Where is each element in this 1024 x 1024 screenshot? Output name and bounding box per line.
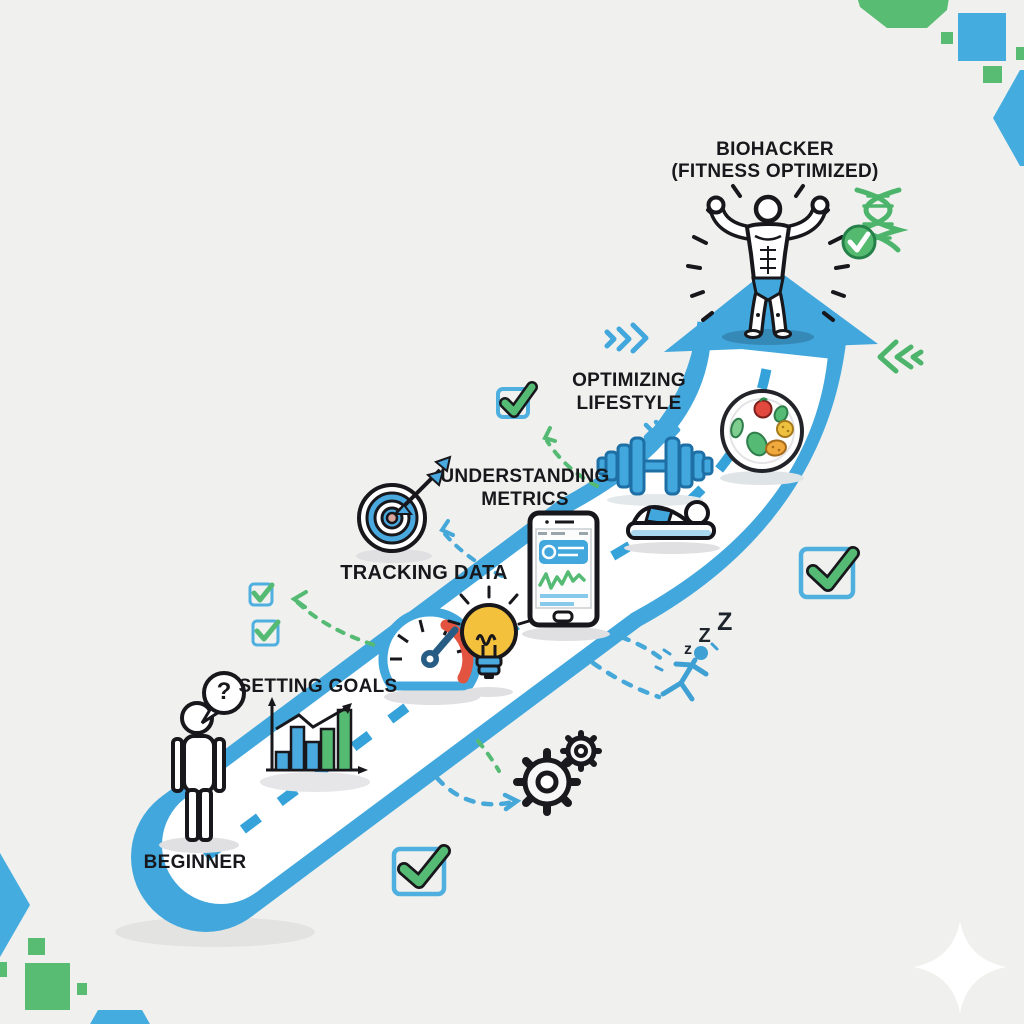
gears-icon [513, 730, 602, 816]
bar-chart-icon [260, 697, 370, 792]
dna-check-icon [841, 224, 877, 260]
checkbox-icon [251, 619, 281, 647]
stage-label-beginner: BEGINNER [143, 852, 247, 873]
stage-label-optimizing-lifestyle: OPTIMIZING LIFESTYLE [572, 370, 686, 414]
hexagon-decor-top-right [857, 0, 1024, 166]
smartphone-icon [522, 510, 610, 641]
title-line2: (FITNESS OPTIMIZED) [671, 161, 879, 182]
checkbox-icon [798, 546, 860, 600]
stage-label-setting-goals: SETTING GOALS [238, 676, 398, 697]
stage-label-understanding-metrics: UNDERSTANDING METRICS [440, 466, 610, 510]
muscle-man-icon [686, 184, 850, 345]
stage-label-tracking-data: TRACKING DATA [340, 562, 508, 584]
chevron-right-icon [604, 322, 649, 354]
sleeping-person-icon [624, 500, 720, 554]
page-title: BIOHACKER (FITNESS OPTIMIZED) [671, 139, 878, 183]
checkbox-icon [391, 844, 451, 897]
chevron-left-icon [877, 339, 924, 374]
sparkle-icon [914, 921, 1006, 1013]
title-line1: BIOHACKER [716, 139, 834, 160]
healthy-plate-icon [720, 389, 804, 485]
lightbulb-icon [447, 585, 531, 697]
resting-runner-icon [654, 642, 719, 702]
target-icon [356, 455, 452, 563]
hexagon-decor-bottom-left [0, 853, 150, 1024]
question-mark-text: ? [216, 677, 232, 705]
beginner-person-icon [159, 701, 239, 853]
checkbox-icon [248, 582, 275, 607]
gauge-icon [378, 607, 482, 705]
checkbox-icon [496, 381, 538, 419]
question-bubble-icon [200, 671, 246, 725]
dumbbell-icon [596, 436, 714, 506]
sleep-zzz-text: z Z Z [684, 608, 733, 658]
